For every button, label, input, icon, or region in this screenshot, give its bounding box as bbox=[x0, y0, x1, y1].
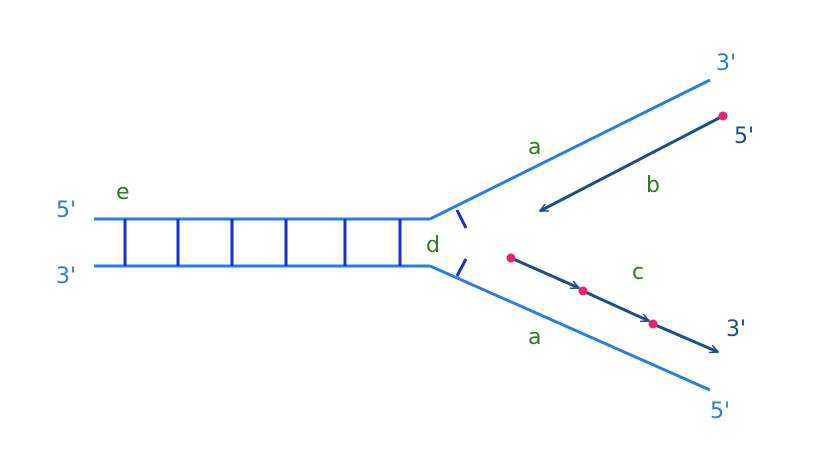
okazaki-fragment-2 bbox=[582, 289, 649, 323]
label-d: d bbox=[426, 233, 440, 258]
label-a-upper: a bbox=[528, 135, 541, 160]
label-leading-5prime: 5' bbox=[734, 124, 754, 149]
fork-tick-lower bbox=[455, 258, 468, 277]
primer-dot bbox=[506, 253, 516, 263]
fork-tick-upper bbox=[455, 209, 468, 229]
label-lagging-3prime: 3' bbox=[726, 317, 746, 342]
base-pair-rungs bbox=[123, 219, 402, 266]
okazaki-fragment-3 bbox=[652, 322, 718, 354]
label-lower-arm-5prime: 5' bbox=[710, 399, 730, 424]
okazaki-fragment-1 bbox=[510, 256, 579, 290]
lower-parental-strand bbox=[429, 264, 711, 392]
primer-dot bbox=[578, 286, 588, 296]
leading-strand-arrow bbox=[540, 114, 724, 213]
label-a-lower: a bbox=[528, 325, 541, 350]
label-b: b bbox=[646, 173, 660, 198]
label-c: c bbox=[632, 260, 644, 285]
primer-dot bbox=[718, 111, 728, 121]
label-left-bottom-3prime: 3' bbox=[56, 264, 76, 289]
primer-dot bbox=[648, 319, 658, 329]
label-e: e bbox=[116, 180, 130, 205]
upper-parental-strand bbox=[429, 78, 711, 221]
label-left-top-5prime: 5' bbox=[56, 198, 76, 223]
label-upper-arm-3prime: 3' bbox=[716, 51, 736, 76]
